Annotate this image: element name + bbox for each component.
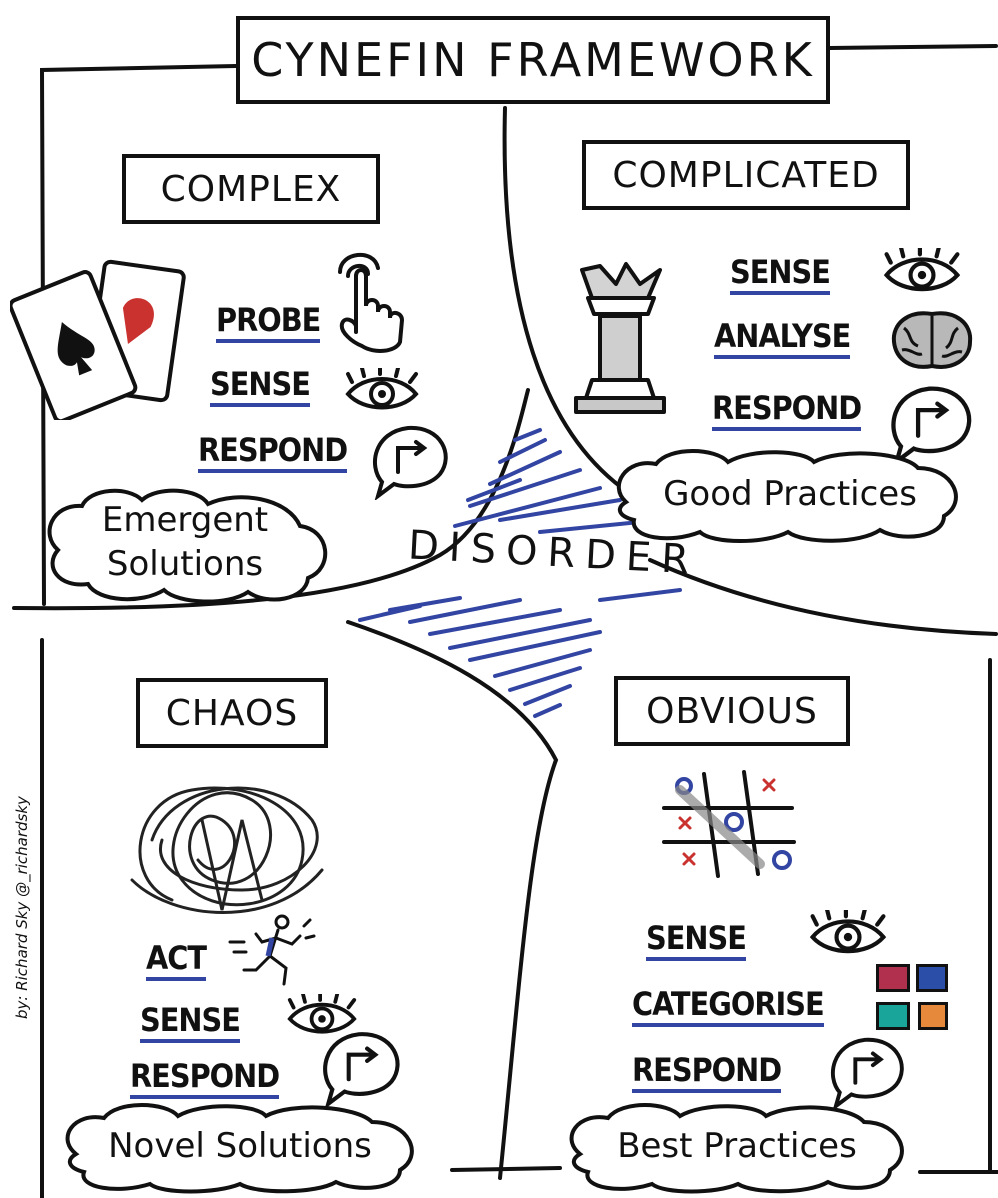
complex-step-probe: PROBE — [216, 302, 321, 343]
best-practices-cloud — [569, 1103, 904, 1194]
complicated-step-analyse: ANALYSE — [714, 318, 851, 359]
chaos-title: CHAOS — [136, 678, 328, 748]
novel-solutions-cloud — [65, 1103, 414, 1194]
author-credit: by: Richard Sky @_richardsky — [13, 796, 31, 1019]
complex-step-respond: RESPOND — [198, 432, 348, 473]
obvious-title: OBVIOUS — [614, 676, 850, 746]
speech-bubble-icon — [323, 1032, 400, 1108]
complex-step-sense: SENSE — [210, 366, 311, 407]
good-practices-cloud — [616, 449, 958, 543]
complicated-step-respond: RESPOND — [712, 390, 862, 431]
tic-tac-toe-icon — [662, 770, 796, 878]
speech-bubble-icon — [373, 425, 448, 500]
chaos-step-sense: SENSE — [140, 1002, 241, 1043]
disorder-hatching — [358, 428, 682, 718]
color-square-3 — [876, 1002, 910, 1030]
complicated-practice: Good Practices — [663, 474, 917, 514]
color-squares-icon — [872, 960, 952, 1032]
color-square-1 — [876, 964, 910, 992]
chess-queen-icon — [574, 262, 666, 414]
speech-bubble-icon — [891, 386, 972, 466]
chaos-practice: Novel Solutions — [108, 1126, 372, 1166]
emergent-solutions-cloud — [47, 488, 328, 604]
chaos-step-act: ACT — [146, 940, 207, 981]
eye-icon — [345, 368, 419, 410]
obvious-step-sense: SENSE — [646, 920, 747, 961]
obvious-practice: Best Practices — [617, 1126, 857, 1166]
eye-icon — [883, 248, 961, 292]
chaos-step-respond: RESPOND — [130, 1058, 280, 1099]
brain-icon — [891, 311, 973, 369]
scribble-icon — [130, 786, 324, 914]
speech-bubble-icon — [830, 1037, 904, 1110]
running-figure-icon — [228, 914, 316, 986]
obvious-step-categorise: CATEGORISE — [632, 986, 825, 1027]
complicated-step-sense: SENSE — [730, 254, 831, 295]
playing-cards-icon — [10, 259, 186, 420]
complex-title: COMPLEX — [122, 154, 380, 224]
eye-icon — [287, 994, 357, 1034]
obvious-step-respond: RESPOND — [632, 1052, 782, 1093]
color-square-4 — [918, 1002, 948, 1030]
complex-practice: Emergent Solutions — [101, 500, 269, 584]
page-title: CYNEFIN FRAMEWORK — [236, 16, 830, 104]
complicated-title: COMPLICATED — [582, 140, 910, 210]
color-square-2 — [916, 964, 948, 992]
pointing-hand-icon — [338, 252, 405, 353]
eye-icon — [809, 910, 887, 954]
